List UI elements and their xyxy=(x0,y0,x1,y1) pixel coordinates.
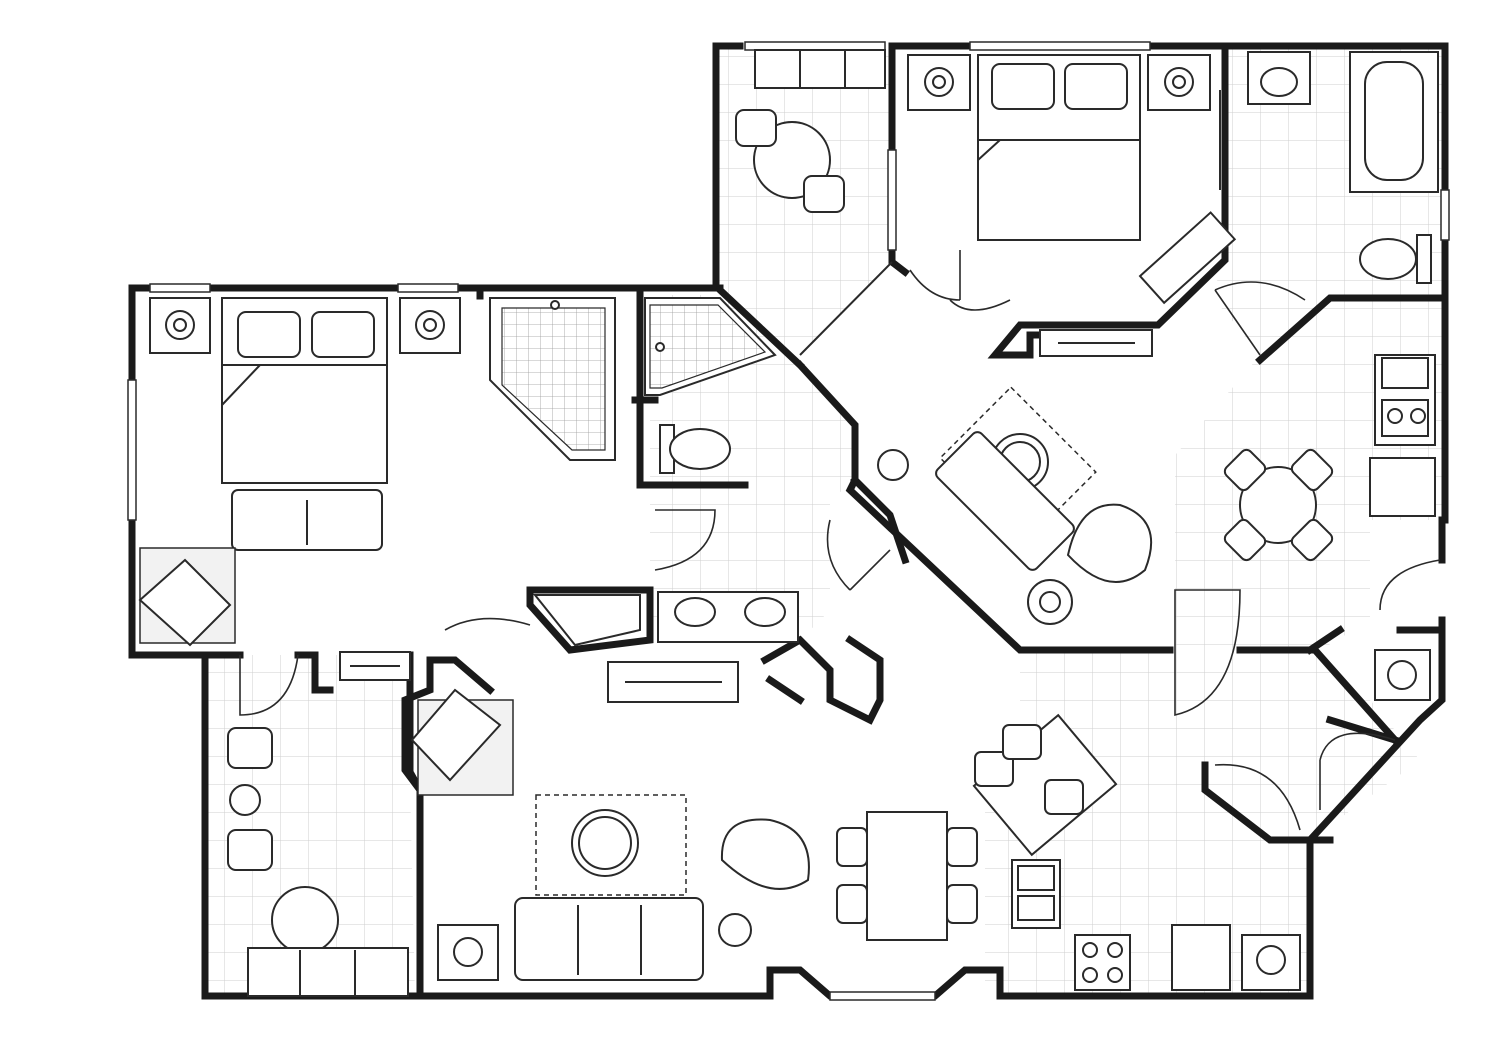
left-bedroom xyxy=(138,297,461,647)
fridge xyxy=(1369,457,1436,517)
sink-icon xyxy=(674,597,716,627)
pillow xyxy=(991,63,1055,110)
shower-head-icon xyxy=(655,342,665,352)
toilet-icon xyxy=(669,428,731,470)
wall-left-bathroom xyxy=(476,284,749,489)
porch-sofa xyxy=(247,947,409,997)
master-bath xyxy=(1247,51,1439,284)
pillow xyxy=(237,311,301,358)
stove-icon xyxy=(1074,934,1131,991)
doors xyxy=(239,250,1441,831)
door-wc xyxy=(654,509,716,571)
wall-entry xyxy=(760,635,884,725)
window-left-top xyxy=(149,283,211,293)
window-left-bedroom xyxy=(127,379,137,521)
rug xyxy=(535,794,687,896)
dining-table xyxy=(1239,466,1317,544)
sofa-living xyxy=(514,897,704,981)
pillow xyxy=(1064,63,1128,110)
bottom-kitchen xyxy=(972,713,1301,991)
dining-chair xyxy=(1223,448,1267,492)
fridge xyxy=(1171,924,1231,991)
lamp-icon xyxy=(718,913,752,947)
dining-chair xyxy=(1290,518,1334,562)
left-baths xyxy=(489,297,777,474)
door-left-porch xyxy=(239,654,299,716)
window-top-bedroom xyxy=(969,41,1151,51)
sink-icon xyxy=(1017,895,1055,921)
master-bedroom xyxy=(907,54,1237,357)
armchair xyxy=(1066,503,1153,583)
right-dining xyxy=(1223,354,1436,701)
bar-stool xyxy=(1044,779,1084,815)
armchair xyxy=(720,818,810,890)
lamp-icon xyxy=(877,449,909,481)
door-bath-right xyxy=(1214,281,1306,356)
sitting-room xyxy=(877,386,1153,625)
toilet-tank xyxy=(1416,234,1432,284)
left-porch xyxy=(227,651,411,997)
door-wc-2 xyxy=(1214,763,1301,831)
bar-stool xyxy=(974,751,1014,787)
door-left-closet xyxy=(444,617,531,631)
door-kitchen-right xyxy=(1379,559,1441,611)
dining-chair xyxy=(836,827,868,867)
sink-icon xyxy=(1381,357,1429,389)
vanity xyxy=(607,591,799,703)
wall-center-vertical xyxy=(850,475,910,565)
nightstand-right xyxy=(1147,54,1211,111)
door-center-bath xyxy=(826,519,891,591)
pillow xyxy=(311,311,375,358)
dresser xyxy=(1138,211,1237,305)
toilet-icon xyxy=(1359,238,1417,280)
sink-icon xyxy=(1260,67,1298,97)
sliding-door-diagonal xyxy=(799,261,893,356)
sofa-sitting xyxy=(935,431,1075,571)
windows xyxy=(127,41,1450,1001)
window-left-top-2 xyxy=(397,283,459,293)
porch-chair xyxy=(227,727,273,769)
door-bedroom-top xyxy=(909,250,961,301)
dining-table xyxy=(866,811,948,941)
window-porch-divider xyxy=(887,149,897,251)
door-kitchen-center xyxy=(1174,589,1241,717)
lamp-icon xyxy=(453,937,483,967)
bar-stool xyxy=(1002,724,1042,760)
dining-chair xyxy=(946,827,978,867)
porch-table xyxy=(229,784,261,816)
closet-shelf xyxy=(532,594,641,647)
sink-icon xyxy=(1017,865,1055,891)
dining-chair xyxy=(1290,448,1334,492)
porch-chair xyxy=(803,175,845,213)
window-bottom xyxy=(829,991,936,1001)
porch-sofa xyxy=(754,49,886,89)
sink-icon xyxy=(744,597,786,627)
door-bedroom-top-2 xyxy=(949,299,1011,311)
wall-living-diagonal xyxy=(715,285,1174,654)
porch-chair xyxy=(227,829,273,871)
door-right-closet xyxy=(1319,732,1396,810)
porch-chair xyxy=(735,109,777,147)
wall-bath-right xyxy=(1255,294,1449,524)
shower-head-icon xyxy=(550,300,560,310)
window-top-porch xyxy=(744,41,886,51)
window-bath-right xyxy=(1440,189,1450,241)
wall-closet-right xyxy=(1201,625,1444,844)
wall-top-porch xyxy=(712,42,744,292)
wall-bedroom-bottom xyxy=(987,206,1229,359)
dining-table-porch xyxy=(271,886,339,954)
dining-chair xyxy=(946,884,978,924)
dining-chair xyxy=(836,884,868,924)
living-room xyxy=(410,594,978,981)
top-porch xyxy=(735,49,886,213)
dining-chair xyxy=(1223,518,1267,562)
wall-closet-center xyxy=(526,586,654,654)
